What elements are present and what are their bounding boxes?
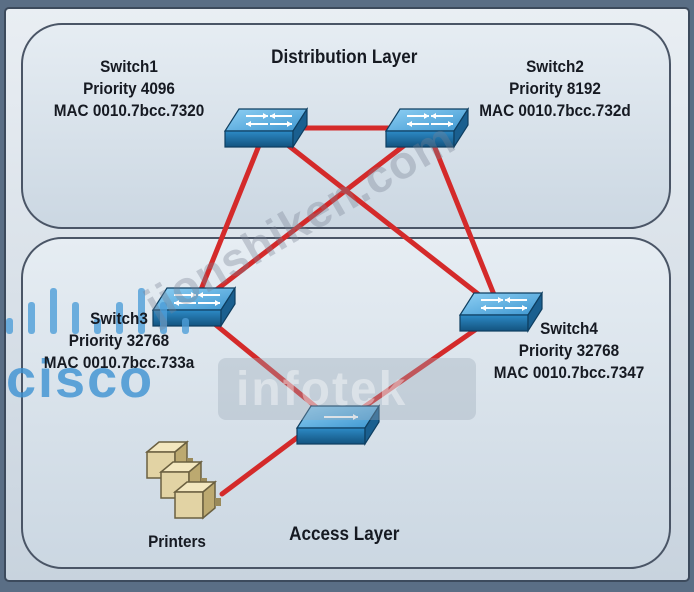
access-switch-icon [295,403,381,447]
switch1-mac: MAC 0010.7bcc.7320 [53,101,205,120]
switch4-priority: Priority 32768 [518,341,620,360]
link-acc-printers [219,434,301,497]
switch2-priority: Priority 8192 [509,79,601,98]
switch3-priority: Priority 32768 [68,331,170,350]
link-s2-s3 [191,125,430,310]
switch2-name: Switch2 [526,57,584,76]
link-s3-acc [191,304,341,428]
switch1-name: Switch1 [100,57,158,76]
switch4-mac: MAC 0010.7bcc.7347 [493,363,645,382]
printers-icon [144,440,221,520]
distribution-layer-title: Distribution Layer [271,47,418,68]
switch4-name: Switch4 [540,319,598,338]
switch3-mac: MAC 0010.7bcc.733a [43,353,195,372]
printers-label: Printers [148,532,206,551]
link-s1-s3 [191,125,269,310]
switch1-label: Switch1 Priority 4096 MAC 0010.7bcc.7320 [53,56,206,122]
switch3-name: Switch3 [90,309,148,328]
link-s2-s4 [424,125,504,315]
cisco-logo-watermark [6,288,189,334]
switch1-icon [223,106,309,150]
access-layer-title: Access Layer [289,524,400,545]
switch3-icon [151,285,237,329]
link-s1-s4 [263,125,504,315]
switch3-label: Switch3 Priority 32768 MAC 0010.7bcc.733… [43,308,196,374]
switch1-priority: Priority 4096 [83,79,175,98]
link-group [191,125,504,497]
switch2-icon [384,106,470,150]
switch4-label: Switch4 Priority 32768 MAC 0010.7bcc.734… [493,318,646,384]
switch4-icon [458,290,544,334]
switch2-label: Switch2 Priority 8192 MAC 0010.7bcc.732d [479,56,632,122]
switch-group [151,106,544,447]
infotek-watermark-box [218,358,476,420]
switch2-mac: MAC 0010.7bcc.732d [479,101,631,120]
